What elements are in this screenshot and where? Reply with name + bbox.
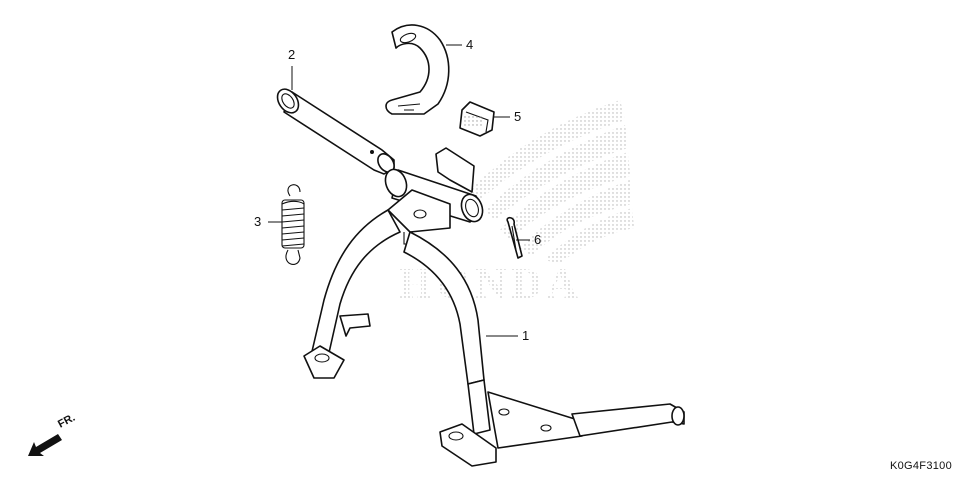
callout-number-6: 6 xyxy=(534,232,542,247)
diagram-code: K0G4F3100 xyxy=(889,460,952,472)
stand-spring-icon xyxy=(281,184,305,265)
cotter-pin-icon xyxy=(506,216,523,259)
stand-pivot-pipe-icon xyxy=(276,88,395,175)
arrow-front-icon xyxy=(28,434,62,456)
main-stand-icon xyxy=(303,147,685,467)
callout-number-2: 2 xyxy=(288,47,296,62)
callout-number-3: 3 xyxy=(254,214,262,229)
callout-number-5: 5 xyxy=(514,109,522,124)
rubber-stopper-icon xyxy=(459,101,495,137)
stand-stopper-plate-icon xyxy=(385,24,450,115)
callout-number-4: 4 xyxy=(466,37,474,52)
callout-leaders xyxy=(268,44,530,337)
callout-number-1: 1 xyxy=(522,328,530,343)
